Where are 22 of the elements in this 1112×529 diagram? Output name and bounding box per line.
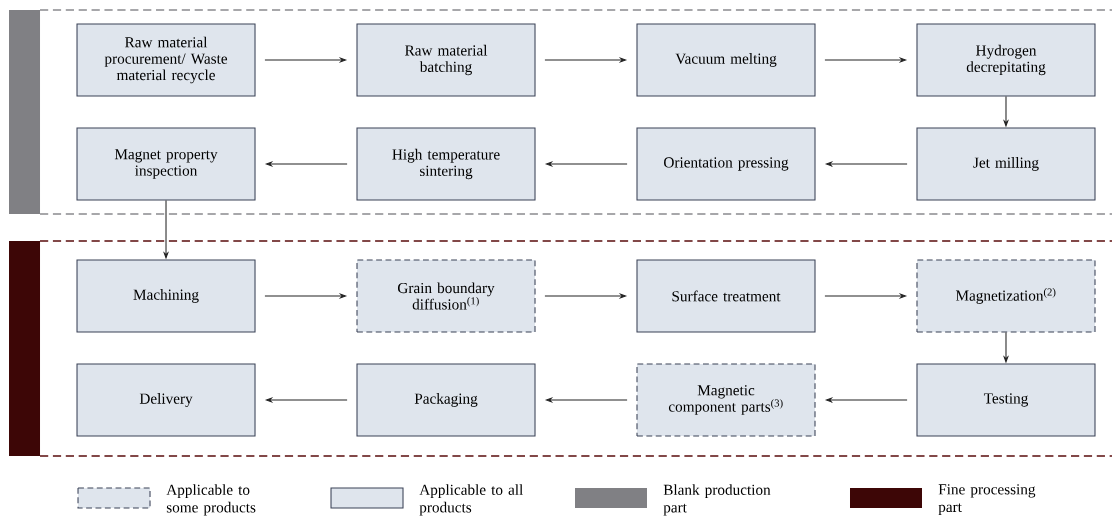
process-box: Packaging — [356, 363, 536, 437]
legend-label: Applicable to some products — [166, 484, 256, 516]
process-box: Surface treatment — [636, 259, 816, 333]
process-box: High temperature sintering — [356, 127, 536, 201]
process-box: Machining — [76, 259, 256, 333]
optional-step-box: Magnetic component parts$^{(3)}$ — [636, 363, 816, 437]
process-box: Raw material procurement/ Waste material recycle — [76, 23, 256, 97]
legend-label: Blank production part — [663, 484, 771, 516]
process-box: Jet milling — [916, 127, 1096, 201]
process-box: Hydrogen decrepitating — [916, 23, 1096, 97]
process-box: Orientation pressing — [636, 127, 816, 201]
section-band — [9, 240, 1112, 457]
process-box: Delivery — [76, 363, 256, 437]
process-box: Testing — [916, 363, 1096, 437]
optional-step-box: Grain boundary diffusion$^{(1)}$ — [356, 259, 536, 333]
process-box: Vacuum melting — [636, 23, 816, 97]
process-box: Magnet property inspection — [76, 127, 256, 201]
legend-label: Applicable to all products — [419, 484, 523, 516]
process-box: Raw material batching — [356, 23, 536, 97]
optional-step-box: Magnetization$^{(2)}$ — [916, 259, 1096, 333]
section-band — [9, 9, 1112, 215]
legend-label: Fine processing part — [938, 484, 1036, 516]
